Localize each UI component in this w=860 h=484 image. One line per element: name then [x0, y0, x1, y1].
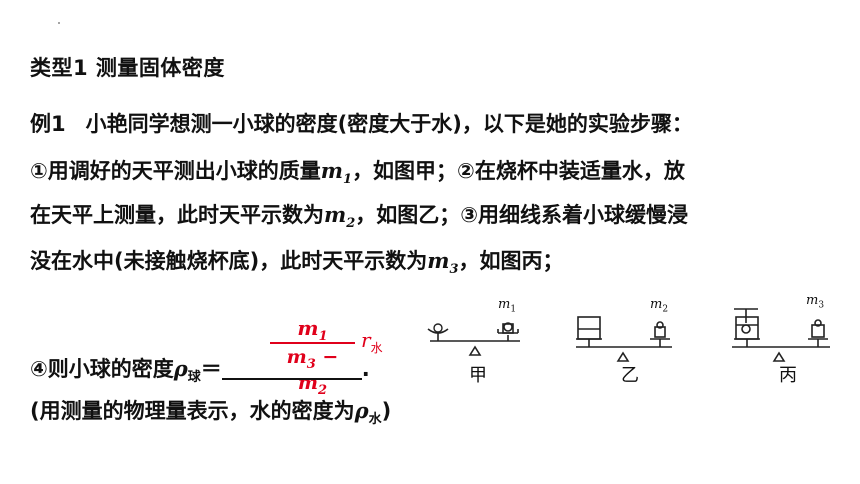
- step3-text-end: ，如图丙；: [458, 249, 564, 273]
- answer-rho-water: r水: [361, 328, 383, 355]
- balance-with-ball-icon: [427, 322, 520, 356]
- step4-text: ④则小球的密度: [30, 357, 174, 381]
- figure-yi: m2 乙: [572, 295, 682, 386]
- example-text-1: 小艳同学想测一小球的密度(密度大于水)，以下是她的实验步骤：: [85, 112, 693, 136]
- example-label: 例1: [30, 112, 66, 136]
- balance-with-immersed-ball-icon: [732, 308, 830, 362]
- example-line-2: ①用调好的天平测出小球的质量m1，如图甲；②在烧杯中装适量水，放: [30, 155, 685, 187]
- step4-line: ④则小球的密度ρ球＝.: [30, 353, 370, 385]
- step1-text: ①用调好的天平测出小球的质量: [30, 159, 321, 183]
- mass-symbol-m2: m2: [324, 202, 356, 232]
- answer-fraction: m1 m3 − m2: [270, 316, 355, 398]
- period: .: [361, 357, 370, 381]
- note-text: (用测量的物理量表示，水的密度为: [30, 399, 355, 423]
- step2-text-cont: 在天平上测量，此时天平示数为: [30, 203, 324, 227]
- figure-jia: m1 甲: [420, 295, 530, 386]
- figure-mass-label: m2: [650, 297, 669, 315]
- equals-sign: ＝: [200, 357, 222, 381]
- answer-blank: [221, 356, 362, 380]
- fraction-numerator: m1: [297, 316, 328, 344]
- mass-symbol-m3: m3: [427, 248, 459, 278]
- mass-symbol-m1: m1: [320, 158, 353, 188]
- step3-text: ，如图乙；③用细线系着小球缓慢浸: [355, 203, 689, 227]
- note-line: (用测量的物理量表示，水的密度为ρ水): [30, 395, 391, 427]
- step3-text-cont: 没在水中(未接触烧杯底)，此时天平示数为: [30, 249, 428, 273]
- example-line-1: 例1 小艳同学想测一小球的密度(密度大于水)，以下是她的实验步骤：: [30, 108, 693, 138]
- rho-ball-symbol: ρ球: [173, 356, 201, 386]
- fraction-denominator: m3 − m2: [286, 346, 339, 398]
- note-close: ): [381, 399, 392, 423]
- figure-label: 乙: [621, 365, 639, 386]
- section-heading: 类型1 测量固体密度: [30, 56, 225, 80]
- balance-with-beaker-icon: [576, 316, 672, 362]
- fraction-bar: [270, 342, 355, 344]
- decorative-dot: [58, 22, 60, 24]
- rho-water-symbol: ρ水: [354, 398, 382, 428]
- figure-bing: m3 丙: [730, 293, 840, 386]
- example-line-3: 在天平上测量，此时天平示数为m2，如图乙；③用细线系着小球缓慢浸: [30, 199, 688, 231]
- figure-mass-label: m1: [498, 297, 517, 315]
- example-line-4: 没在水中(未接触烧杯底)，此时天平示数为m3，如图丙；: [30, 245, 563, 277]
- figure-label: 甲: [469, 365, 487, 386]
- figure-label: 丙: [779, 365, 797, 386]
- step2-text: ，如图甲；②在烧杯中装适量水，放: [352, 159, 685, 183]
- figure-mass-label: m3: [806, 293, 825, 311]
